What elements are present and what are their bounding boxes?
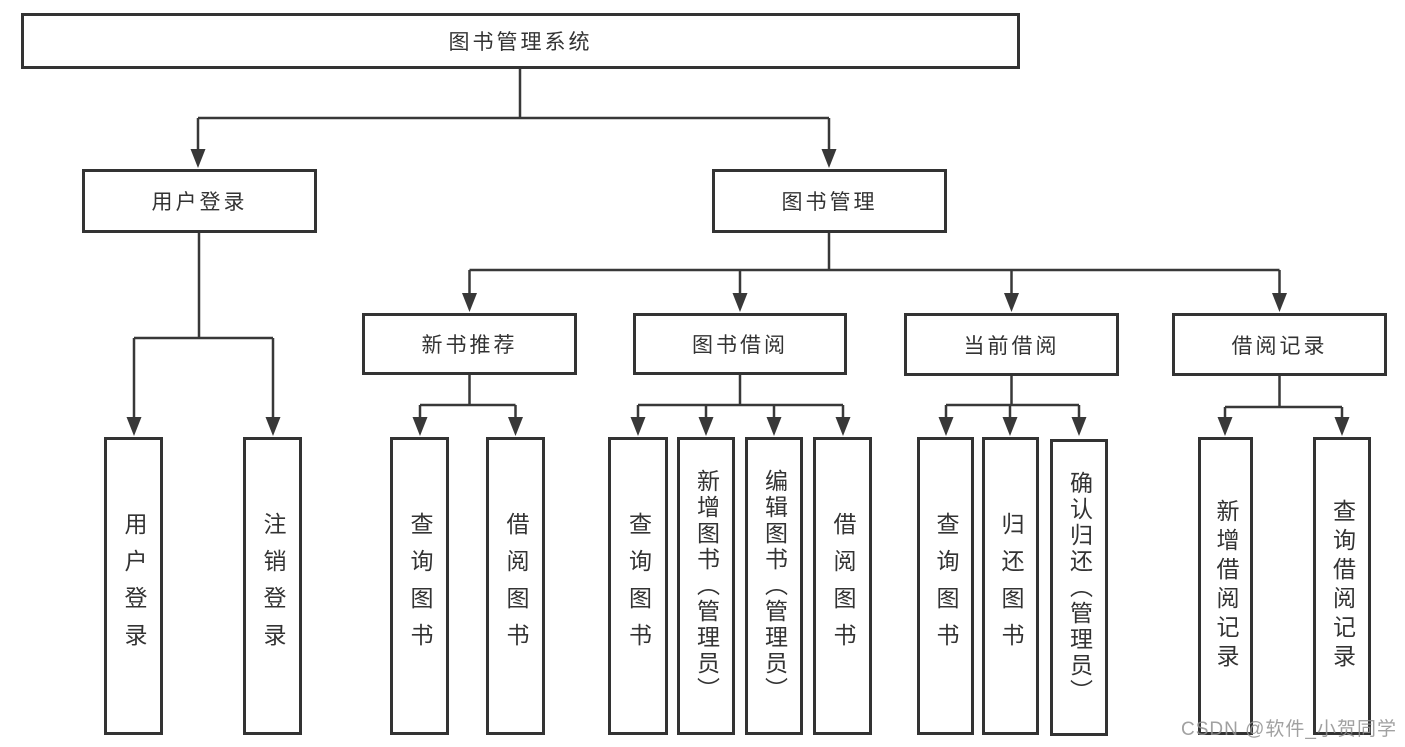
node-new-books: 新书推荐 bbox=[362, 313, 577, 375]
leaf-bookborrow-add-label: 新增图书（管理员） bbox=[693, 469, 720, 703]
leaf-user-login-label: 用户登录 bbox=[121, 512, 147, 660]
arrowhead bbox=[1334, 417, 1350, 436]
arrowhead bbox=[190, 149, 206, 168]
connector-borrow-records bbox=[1223, 376, 1344, 420]
leaf-current-return-label: 归还图书 bbox=[998, 512, 1024, 660]
arrowhead bbox=[412, 417, 428, 436]
arrowhead bbox=[630, 417, 646, 436]
leaf-records-query: 查询借阅记录 bbox=[1313, 437, 1371, 735]
arrowhead bbox=[938, 417, 954, 436]
node-book-borrow-label: 图书借阅 bbox=[692, 334, 788, 357]
watermark-text: CSDN @软件_小贺同学 bbox=[1181, 719, 1397, 740]
node-new-books-label: 新书推荐 bbox=[421, 334, 518, 357]
leaf-current-query: 查询图书 bbox=[917, 437, 974, 735]
leaf-bookborrow-add: 新增图书（管理员） bbox=[677, 437, 735, 735]
leaf-current-confirm-label: 确认归还（管理员） bbox=[1066, 470, 1093, 705]
leaf-current-query-label: 查询图书 bbox=[933, 512, 959, 660]
node-current-borrow-label: 当前借阅 bbox=[963, 334, 1060, 358]
leaf-newbooks-query: 查询图书 bbox=[390, 437, 449, 735]
connector-current-borrow bbox=[944, 376, 1081, 420]
leaf-newbooks-query-label: 查询图书 bbox=[407, 512, 433, 660]
leaf-bookborrow-query: 查询图书 bbox=[608, 437, 668, 735]
connector-user-login bbox=[132, 233, 275, 420]
arrowhead bbox=[462, 293, 477, 312]
leaf-bookborrow-borrow: 借阅图书 bbox=[813, 437, 872, 735]
node-user-login-label: 用户登录 bbox=[151, 191, 248, 214]
node-book-mgmt-label: 图书管理 bbox=[781, 191, 878, 214]
arrowhead bbox=[1004, 293, 1019, 312]
arrowhead bbox=[821, 149, 837, 168]
leaf-bookborrow-edit: 编辑图书（管理员） bbox=[745, 437, 803, 735]
node-current-borrow: 当前借阅 bbox=[904, 313, 1119, 376]
arrowhead bbox=[732, 293, 748, 312]
leaf-bookborrow-borrow-label: 借阅图书 bbox=[830, 512, 856, 660]
connector-root-stem bbox=[196, 69, 831, 152]
connector-book-borrow bbox=[636, 375, 845, 420]
leaf-newbooks-borrow: 借阅图书 bbox=[486, 437, 545, 735]
arrowhead bbox=[835, 417, 851, 436]
leaf-current-return: 归还图书 bbox=[982, 437, 1039, 735]
node-book-borrow: 图书借阅 bbox=[633, 313, 847, 375]
node-borrow-records-label: 借阅记录 bbox=[1231, 334, 1328, 358]
node-root-label: 图书管理系统 bbox=[448, 31, 593, 54]
node-user-login: 用户登录 bbox=[82, 169, 317, 233]
arrowhead bbox=[265, 417, 281, 436]
arrowhead bbox=[1071, 417, 1087, 436]
leaf-bookborrow-query-label: 查询图书 bbox=[625, 512, 652, 660]
arrowhead bbox=[1217, 417, 1233, 436]
node-book-mgmt: 图书管理 bbox=[712, 169, 947, 233]
leaf-current-confirm: 确认归还（管理员） bbox=[1050, 439, 1108, 736]
leaf-records-add-label: 新增借阅记录 bbox=[1213, 499, 1239, 673]
leaf-records-add: 新增借阅记录 bbox=[1198, 437, 1253, 735]
leaf-records-query-label: 查询借阅记录 bbox=[1329, 499, 1356, 673]
leaf-newbooks-borrow-label: 借阅图书 bbox=[503, 512, 529, 660]
node-borrow-records: 借阅记录 bbox=[1172, 313, 1387, 376]
leaf-user-login: 用户登录 bbox=[104, 437, 163, 735]
arrowhead bbox=[1272, 293, 1287, 312]
leaf-logout-label: 注销登录 bbox=[260, 512, 286, 660]
node-root: 图书管理系统 bbox=[21, 13, 1020, 69]
arrowhead bbox=[508, 417, 523, 436]
leaf-logout: 注销登录 bbox=[243, 437, 302, 735]
leaf-bookborrow-edit-label: 编辑图书（管理员） bbox=[761, 469, 788, 703]
connector-new-books bbox=[418, 375, 517, 420]
arrowhead bbox=[766, 417, 782, 436]
arrowhead bbox=[1002, 417, 1018, 436]
arrowhead bbox=[698, 417, 714, 436]
arrowhead bbox=[126, 417, 142, 436]
connector-book-mgmt bbox=[468, 233, 1281, 296]
